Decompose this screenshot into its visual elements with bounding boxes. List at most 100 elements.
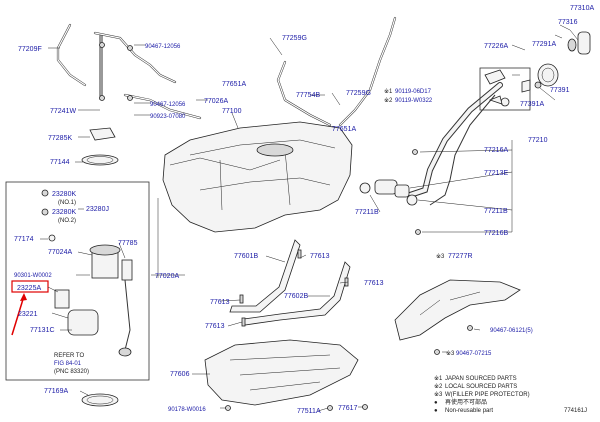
sender-gauge-77024a	[91, 249, 119, 279]
label-77651a-1[interactable]: 77651A	[222, 81, 246, 88]
breather-hose-77226a-inner	[339, 17, 396, 126]
label-77511a[interactable]: 77511A	[297, 408, 321, 415]
label-77020a[interactable]: 77020A	[155, 273, 179, 280]
label-77144[interactable]: 77144	[50, 159, 70, 166]
fuel-tank-77100	[162, 121, 353, 233]
label-90467-12056[interactable]: 90467-12056	[145, 44, 181, 50]
legend-mark-1: ※1	[434, 375, 443, 382]
highlight-arrow	[11, 295, 25, 336]
label-77259g[interactable]: 77259G	[282, 35, 307, 42]
pump-assembly-frame	[5, 181, 150, 381]
pump-body	[54, 289, 70, 309]
breather-pipe	[429, 94, 496, 206]
label-77100[interactable]: 77100	[222, 108, 242, 115]
label-77310a[interactable]: 77310A	[570, 5, 594, 12]
label-90178-w0016[interactable]: 90178-W0016	[168, 407, 206, 413]
label-77601b[interactable]: 77601B	[234, 253, 258, 260]
legend-mark-5: ●	[434, 408, 438, 414]
label-77226a[interactable]: 77226A	[484, 43, 508, 50]
label-90923-07080[interactable]: 90923-07080	[150, 114, 186, 120]
mark-3b: ※3	[446, 350, 455, 357]
label-77277r[interactable]: 77277R	[448, 253, 473, 260]
filler-cap-77300	[577, 31, 591, 55]
label-77602b[interactable]: 77602B	[284, 293, 308, 300]
label-77613-1[interactable]: 77613	[310, 253, 330, 260]
gasket-77144-inner	[86, 156, 114, 164]
label-23221[interactable]: 23221	[18, 311, 38, 318]
legend-text-1: JAPAN SOURCED PARTS	[445, 376, 517, 382]
bracket-77391a	[500, 97, 510, 107]
label-77391[interactable]: 77391	[550, 87, 570, 94]
legend: ※1 JAPAN SOURCED PARTS ※2 LOCAL SOURCED …	[434, 375, 530, 414]
label-23225a[interactable]: 23225A	[17, 285, 41, 292]
label-77613-4[interactable]: 77613	[205, 323, 225, 330]
tank-pump-opening	[256, 143, 294, 157]
clip-90467-07215	[434, 349, 440, 355]
label-90467-12056-2[interactable]: 90467-12056	[150, 102, 186, 108]
vent-hose-mid-inner	[124, 94, 201, 119]
label-77754b[interactable]: 77754B	[296, 92, 320, 99]
label-23280k-1[interactable]: 23280K	[52, 191, 76, 198]
oring-23280k-1	[41, 189, 49, 197]
label-77316[interactable]: 77316	[558, 19, 578, 26]
label-77285k[interactable]: 77285K	[48, 135, 72, 142]
note-no2: (NO.2)	[58, 218, 76, 224]
label-90119-w0322[interactable]: 90119-W0322	[395, 98, 433, 104]
legend-text-5: Non-reusable part	[445, 408, 493, 414]
label-77606[interactable]: 77606	[170, 371, 190, 378]
label-77213e[interactable]: 77213E	[484, 170, 508, 177]
mark-1: ※1	[384, 88, 393, 95]
float	[118, 347, 132, 357]
label-77210[interactable]: 77210	[528, 137, 548, 144]
highlight-box-23225A	[11, 280, 49, 293]
label-77216a[interactable]: 77216A	[484, 147, 508, 154]
label-90467-07215[interactable]: 90467-07215	[456, 351, 492, 357]
refer-fig-link[interactable]: FIG 84-01	[54, 361, 82, 367]
label-77169a[interactable]: 77169A	[44, 388, 68, 395]
clamp-77211b-a	[359, 182, 371, 194]
filler-pipe-protector-77277r	[394, 279, 521, 341]
label-77241w[interactable]: 77241W	[50, 108, 76, 115]
label-77613-2[interactable]: 77613	[364, 280, 384, 287]
label-77211b-2[interactable]: 77211B	[484, 208, 508, 215]
fuel-tank-top-detail	[189, 139, 336, 211]
cap-gasket-77316	[567, 38, 577, 52]
part-labels: 77310A 77316 77209F 90467-12056 77259G 7…	[14, 5, 594, 415]
label-77131c[interactable]: 77131C	[30, 327, 55, 334]
label-77211b-1[interactable]: 77211B	[355, 209, 379, 216]
bolt-77511a	[327, 405, 333, 411]
label-77024a[interactable]: 77024A	[48, 249, 72, 256]
float-wire	[124, 279, 131, 351]
label-77209f[interactable]: 77209F	[18, 46, 42, 53]
label-77026a[interactable]: 77026A	[204, 98, 228, 105]
clamp-77211b-b	[406, 194, 418, 206]
annotations: (NO.1) (NO.2) ※1 ※2 ※3 ※3 REFER TO FIG 8…	[54, 88, 587, 414]
label-90467-06121[interactable]: 90467-06121(5)	[490, 328, 533, 334]
clamp-77216b	[415, 229, 421, 235]
legend-mark-2: ※2	[434, 383, 443, 390]
label-77391a[interactable]: 77391A	[520, 101, 544, 108]
label-23280j[interactable]: 23280J	[86, 206, 109, 213]
oring-23280k-2	[41, 208, 49, 216]
label-77174[interactable]: 77174	[14, 236, 34, 243]
cap-tether	[559, 24, 579, 41]
label-23280k-2[interactable]: 23280K	[52, 209, 76, 216]
label-77291a[interactable]: 77291A	[532, 41, 556, 48]
float-arm-77785	[121, 259, 133, 281]
label-77617[interactable]: 77617	[338, 405, 358, 412]
gasket-77169a-inner	[86, 395, 114, 405]
label-77785[interactable]: 77785	[118, 240, 138, 247]
filler-pipe-77210-inner	[408, 83, 502, 197]
bracket-77391	[534, 81, 542, 89]
label-77216b[interactable]: 77216B	[484, 230, 508, 237]
mark-2: ※2	[384, 97, 393, 104]
label-77259g-2[interactable]: 77259G	[346, 90, 371, 97]
label-77651a-2[interactable]: 77651A	[332, 126, 356, 133]
clamp-c	[127, 95, 133, 101]
label-90119-06d17[interactable]: 90119-06D17	[395, 89, 432, 95]
leader-lines	[40, 34, 563, 412]
protector-holes	[419, 291, 481, 316]
clamp-a	[99, 42, 105, 48]
label-77613-3[interactable]: 77613	[210, 299, 230, 306]
label-90301-w0002[interactable]: 90301-W0002	[14, 273, 52, 279]
